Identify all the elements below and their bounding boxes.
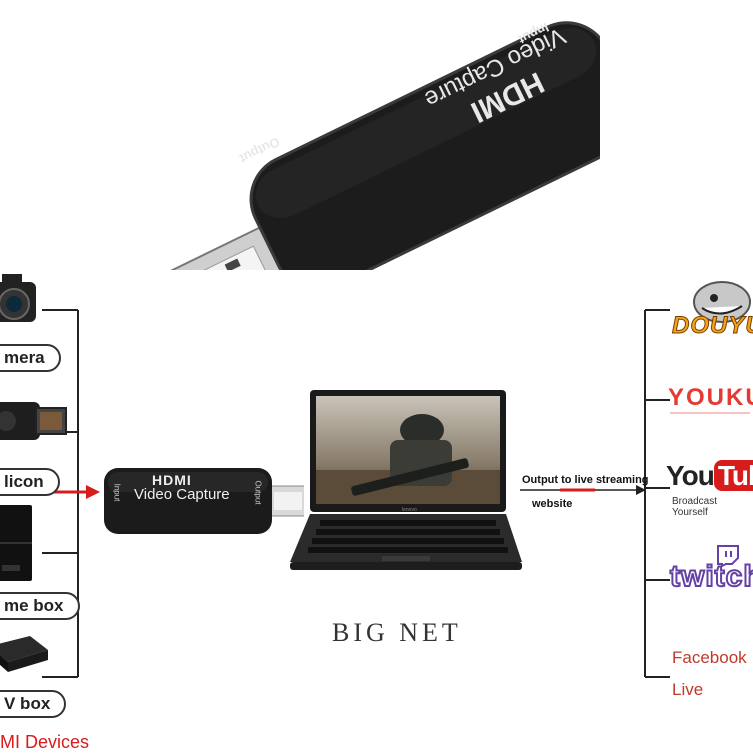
- source-label-tv-box: V box: [0, 690, 67, 718]
- laptop-illustration: lenovo: [290, 390, 522, 570]
- dongle-small-body: [104, 468, 307, 534]
- arrow-caption-line2: website: [532, 498, 573, 510]
- youtube-tagline: Broadcast Yourself: [672, 496, 718, 518]
- douyu-logo-icon: [693, 281, 751, 323]
- platform-youtube: YouTube: [666, 460, 753, 492]
- source-label-game-box: me box: [0, 592, 80, 620]
- small-dongle-input: Input: [112, 483, 122, 502]
- arrow-caption-line1: Output to live streaming: [522, 474, 649, 486]
- source-label-camera: mera: [0, 344, 61, 372]
- laptop-brand: lenovo: [402, 507, 417, 513]
- platform-twitch: twitch: [669, 559, 753, 594]
- laptop: lenovo: [290, 390, 522, 576]
- platform-douyu: DOUYU: [672, 312, 753, 340]
- platform-facebook: Facebook: [672, 648, 747, 667]
- youku-tagline-bar: [670, 412, 750, 414]
- hdmi-capture-dongle-photo: HDMI Video Capture Input Output: [130, 0, 635, 332]
- dongle-illustration: HDMI Video Capture Input Output: [161, 20, 635, 332]
- youtube-you: You: [666, 460, 715, 491]
- small-dongle-brand: HDMI: [152, 472, 192, 488]
- small-dongle-output: Output: [253, 480, 263, 505]
- youtube-tube: Tube: [713, 460, 753, 491]
- game-console-icon: [0, 505, 32, 581]
- camcorder-icon: [0, 402, 67, 440]
- camera-icon: [0, 274, 36, 322]
- sources-footer: MI Devices: [0, 732, 90, 752]
- hdmi-capture-dongle-small: HDMI Video Capture Input Output: [104, 464, 307, 536]
- platform-youku: YOUKU: [668, 384, 753, 411]
- twitch-glitch-icon: [717, 545, 739, 568]
- tv-box-icon: [0, 636, 48, 672]
- source-label-camcorder: licon: [0, 468, 60, 496]
- platform-facebook-live: Live: [672, 680, 704, 699]
- small-dongle-product: Video Capture: [134, 486, 230, 503]
- watermark-text: BIG NET: [332, 618, 462, 647]
